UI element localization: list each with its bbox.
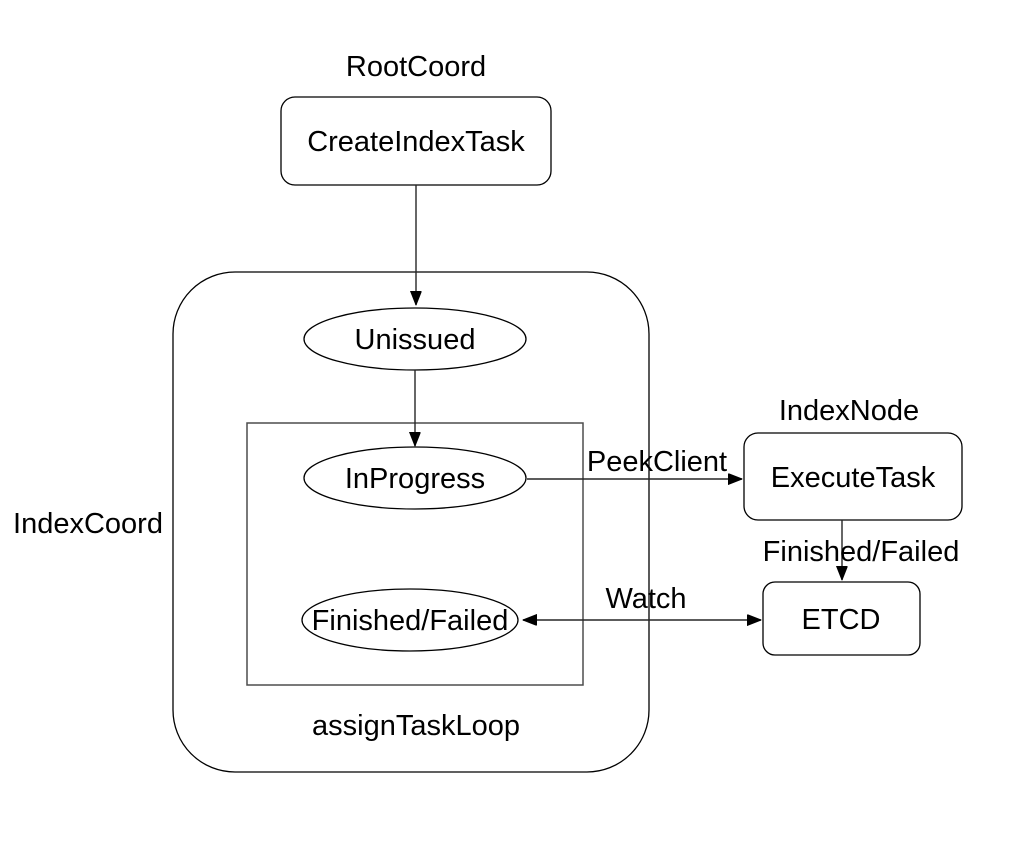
assign-task-loop-title: assignTaskLoop [312, 710, 520, 742]
root-coord-title: RootCoord [346, 51, 486, 83]
finished-failed-state-label: Finished/Failed [312, 605, 509, 637]
unissued-state-label: Unissued [355, 324, 476, 356]
in-progress-state-ellipse [303, 446, 527, 510]
execute-task-label: ExecuteTask [771, 462, 936, 494]
index-coord-container [172, 271, 650, 773]
execute-task-box [743, 432, 963, 521]
index-coord-title: IndexCoord [13, 508, 163, 540]
finished-failed-edge-label: Finished/Failed [763, 536, 960, 568]
watch-edge-label: Watch [605, 583, 686, 615]
index-node-title: IndexNode [779, 395, 919, 427]
etcd-label: ETCD [802, 604, 881, 636]
finished-failed-state-ellipse [301, 588, 519, 652]
peek-client-edge-label: PeekClient [587, 446, 727, 478]
etcd-box [762, 581, 921, 656]
in-progress-state-label: InProgress [345, 463, 485, 495]
create-index-task-label: CreateIndexTask [307, 126, 525, 158]
